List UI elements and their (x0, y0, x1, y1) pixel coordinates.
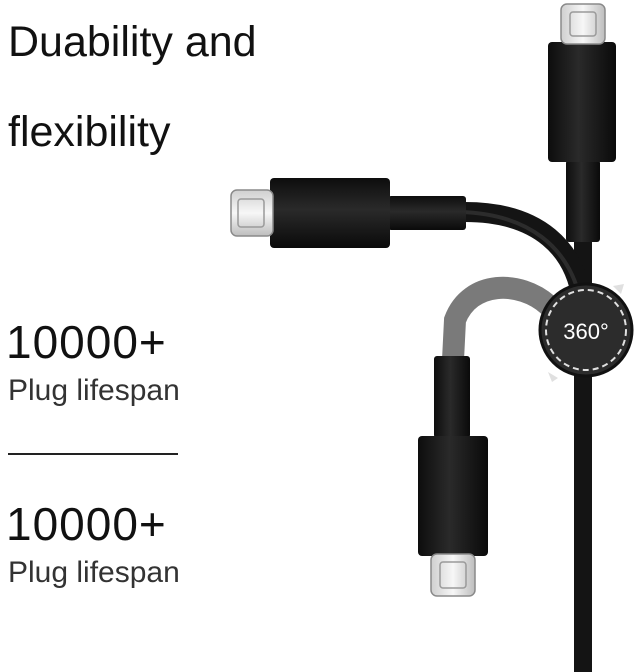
stat-value-2: 10000+ (6, 498, 167, 550)
stat-label-1: Plug lifespan (8, 374, 180, 407)
rotate-arrow-icon-2 (613, 284, 624, 294)
badge-360-text: 360° (563, 319, 609, 344)
rotation-badge: 360° (538, 282, 634, 382)
stat-value-1: 10000+ (6, 316, 167, 368)
rotate-arrow-icon (548, 372, 558, 382)
stat-divider (8, 453, 178, 455)
bent-cable-horizontal (230, 178, 592, 310)
stat-label-2: Plug lifespan (8, 556, 180, 589)
bent-cable-grey (418, 276, 559, 597)
headline-line-2: flexibility (8, 108, 171, 156)
headline-line-1: Duability and (8, 18, 257, 66)
